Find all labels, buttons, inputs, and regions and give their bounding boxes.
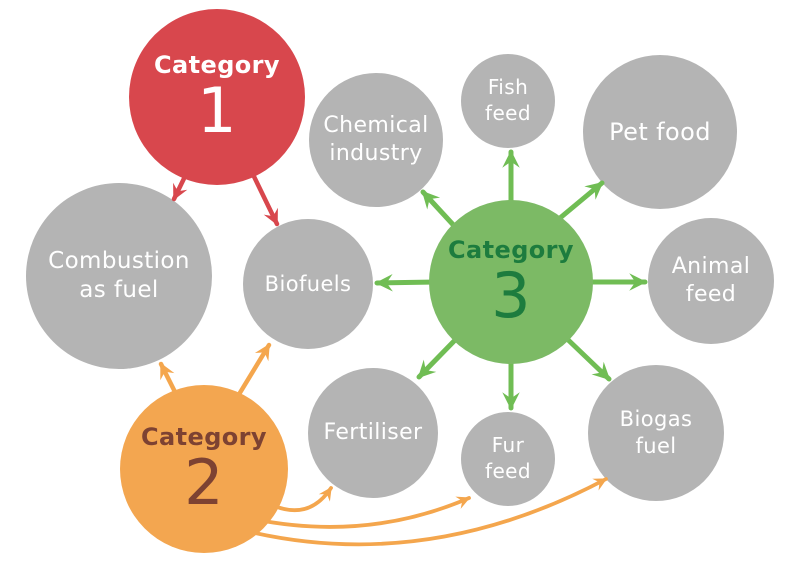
node-label: feed (485, 459, 531, 483)
node-label: feed (485, 101, 531, 125)
category-label: Category (448, 235, 574, 264)
node-animal-feed: Animal feed (648, 218, 774, 344)
node-label: Chemical (323, 112, 429, 138)
category-number: 1 (197, 74, 237, 148)
arrow-category2-to-biofuels (235, 342, 272, 399)
node-fish-feed: Fish feed (461, 54, 555, 148)
node-category-2: Category 2 (120, 385, 288, 553)
node-label: fuel (635, 434, 677, 458)
node-chemical-industry: Chemical industry (309, 73, 443, 207)
arrow-category2-to-fur-feed (246, 496, 471, 529)
arrow-category3-to-biofuels (374, 273, 440, 292)
node-fertiliser: Fertiliser (308, 368, 438, 498)
node-label: Animal (671, 253, 751, 279)
node-label: Fertiliser (323, 419, 423, 445)
node-label: Fur (491, 433, 525, 458)
node-biogas-fuel: Biogas fuel (588, 365, 724, 501)
node-label: Pet food (609, 117, 711, 146)
node-label: Biofuels (264, 271, 352, 296)
arrow-category3-to-pet-food (557, 180, 605, 221)
node-biofuels: Biofuels (243, 219, 373, 349)
node-label: Biogas (619, 407, 693, 432)
category-label: Category (154, 50, 280, 79)
arrow-category2-to-fertiliser (270, 486, 333, 513)
node-label: feed (685, 282, 737, 307)
node-fur-feed: Fur feed (461, 412, 555, 506)
arrow-category2-to-biogas-fuel (240, 477, 608, 547)
node-label: Fish (487, 75, 529, 100)
node-combustion-as-fuel: Combustion as fuel (26, 183, 212, 369)
node-pet-food: Pet food (583, 55, 737, 209)
node-category-3: Category 3 (429, 200, 593, 364)
node-category-1: Category 1 (129, 9, 305, 185)
category-label: Category (141, 422, 267, 451)
arrow-category3-to-biogas-fuel (560, 332, 612, 382)
arrow-category3-to-fertiliser (416, 333, 462, 380)
node-label: as fuel (79, 277, 159, 303)
category-number: 3 (491, 259, 531, 333)
category-number: 2 (184, 446, 224, 520)
node-label: industry (329, 141, 423, 166)
node-label: Combustion (48, 247, 190, 274)
